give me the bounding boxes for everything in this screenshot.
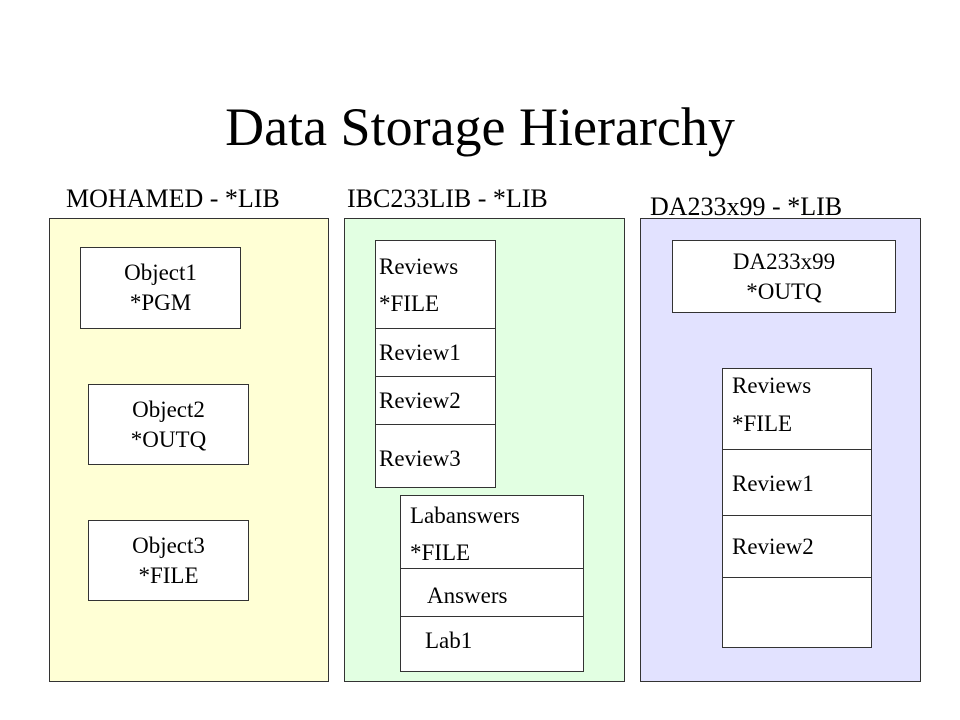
- file-type: *FILE: [732, 411, 793, 436]
- outq-box-da233x99: DA233x99 *OUTQ: [672, 240, 896, 313]
- member-divider: [723, 449, 871, 450]
- object-box-object1: Object1 *PGM: [80, 247, 241, 329]
- object-type: *PGM: [129, 290, 192, 315]
- member-divider: [723, 515, 871, 516]
- file-box-reviews-da233x99: Reviews *FILE Review1 Review2: [722, 368, 872, 648]
- object-name: Object3: [132, 532, 205, 558]
- object-type: *OUTQ: [130, 426, 207, 452]
- page-title: Data Storage Hierarchy: [225, 97, 735, 157]
- member-answers: Answers: [427, 583, 508, 608]
- file-name: Reviews: [732, 373, 812, 398]
- file-type: *FILE: [410, 540, 471, 565]
- object-box-object2: Object2 *OUTQ: [88, 384, 249, 465]
- member-review1: Review1: [732, 471, 814, 496]
- member-divider: [723, 577, 871, 578]
- member-divider: [376, 328, 495, 329]
- member-review2: Review2: [379, 388, 461, 413]
- member-review2: Review2: [732, 534, 814, 559]
- outq-name: DA233x99: [732, 248, 836, 274]
- member-lab1: Lab1: [425, 628, 473, 653]
- outq-type: *OUTQ: [746, 278, 822, 304]
- library-label-mohamed: MOHAMED - *LIB: [66, 184, 280, 213]
- file-name: Reviews: [379, 254, 459, 279]
- file-box-reviews: Reviews *FILE Review1 Review2 Review3: [375, 240, 496, 488]
- object-box-object3: Object3 *FILE: [88, 520, 249, 601]
- object-name: Object1: [124, 260, 197, 285]
- file-box-labanswers: Labanswers *FILE Answers Lab1: [400, 495, 584, 672]
- object-type: *FILE: [138, 562, 199, 588]
- library-label-ibc233lib: IBC233LIB - *LIB: [347, 184, 548, 213]
- object-name: Object2: [132, 396, 205, 422]
- member-review3: Review3: [379, 446, 461, 471]
- member-divider: [376, 424, 495, 425]
- member-divider: [376, 376, 495, 377]
- member-divider: [401, 616, 583, 617]
- file-name: Labanswers: [410, 503, 520, 528]
- file-type: *FILE: [379, 291, 440, 316]
- member-divider: [401, 568, 583, 569]
- library-label-da233x99: DA233x99 - *LIB: [650, 192, 843, 221]
- member-review1: Review1: [379, 340, 461, 365]
